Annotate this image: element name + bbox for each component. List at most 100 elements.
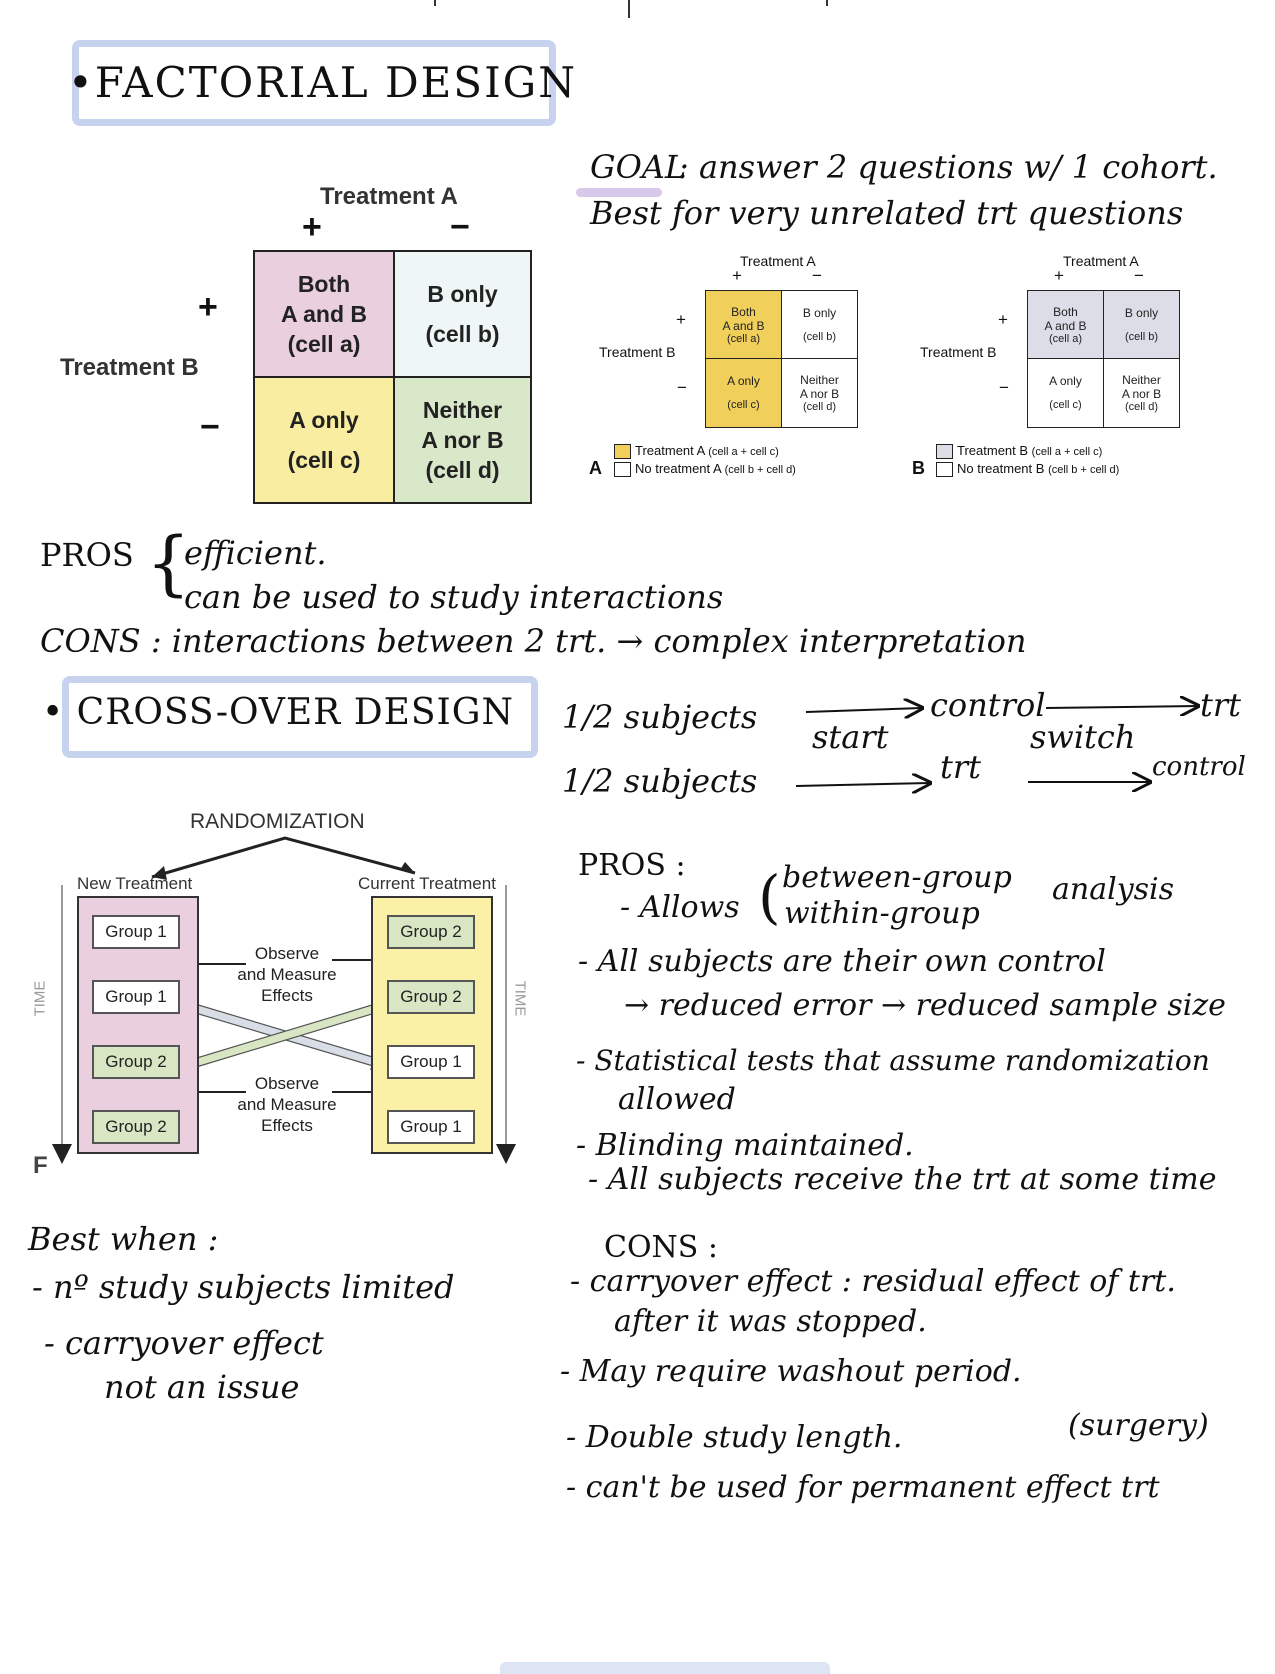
panel-b-cell-b: B only (cell b): [1103, 290, 1180, 359]
panel-a-cell-c-l1: A only: [727, 374, 760, 388]
panel-b-legend-swatch-2: [936, 462, 953, 477]
pros-between: between-group: [782, 860, 1012, 895]
panel-a-col-plus: +: [732, 266, 742, 285]
cell-a-line3: (cell a): [287, 331, 361, 357]
matrix-col-plus: +: [302, 208, 322, 246]
bottom-highlight: [500, 1662, 830, 1674]
panel-b-col-minus: −: [1134, 266, 1144, 285]
matrix-row-plus: +: [198, 288, 218, 326]
figure-letter-f: F: [33, 1152, 48, 1179]
panel-a-cell-b: B only (cell b): [781, 290, 858, 359]
best-when-label: Best when :: [28, 1220, 219, 1258]
cell-c-line2: (cell c): [287, 447, 361, 473]
pros-own-control: - All subjects are their own control: [578, 944, 1106, 979]
panel-b-cell-a: Both A and B (cell a): [1027, 290, 1104, 359]
observe-2-line2: and Measure: [237, 1095, 337, 1114]
control-2: control: [1152, 752, 1246, 782]
left-group-1b: Group 1: [92, 980, 180, 1014]
best-for-text: Best for very unrelated trt questions: [590, 194, 1184, 232]
goal-text: : answer 2 questions w/ 1 cohort.: [678, 148, 1218, 186]
switch-label: switch: [1030, 718, 1136, 756]
pros-stat-1: - Statistical tests that assume randomiz…: [576, 1044, 1210, 1077]
panel-a-cell-d-l2: A nor B: [799, 387, 840, 401]
panel-a-legend-1-detail: (cell a + cell c): [708, 446, 779, 458]
cell-d-line2: A nor B: [421, 427, 504, 453]
panel-b-legend-2: No treatment B (cell b + cell d): [957, 461, 1119, 476]
randomization-label: RANDOMIZATION: [190, 810, 365, 833]
factorial-pros-1: efficient.: [184, 534, 327, 572]
cons-3: - Double study length.: [566, 1420, 903, 1455]
time-label-right: TIME: [511, 980, 529, 1017]
crossover-pros-label: PROS :: [578, 848, 686, 883]
cons-2: - May require washout period.: [560, 1354, 1022, 1389]
panel-a-cell-c-l2: (cell c): [727, 399, 760, 411]
panel-a-legend-2-name: No treatment A: [635, 461, 721, 476]
observe-1-line1: Observe: [254, 944, 320, 963]
matrix-row-minus: −: [200, 408, 220, 446]
current-treatment-label: Current Treatment: [358, 874, 496, 893]
cell-b-line1: B only: [427, 281, 498, 307]
panel-b-cell-d-l1: Neither: [1122, 373, 1161, 387]
panel-a-legend-2: No treatment A (cell b + cell d): [635, 461, 796, 476]
pros-receive: - All subjects receive the trt at some t…: [588, 1162, 1217, 1197]
observe-effects-1: Observe and Measure Effects: [222, 943, 352, 1006]
cell-a-line1: Both: [297, 271, 351, 297]
matrix-col-header: Treatment A: [320, 183, 458, 210]
observe-1-line2: and Measure: [237, 965, 337, 984]
panel-a-cell-d: Neither A nor B (cell d): [781, 358, 858, 428]
goal-underline: [576, 188, 662, 197]
cell-b: B only (cell b): [393, 250, 532, 378]
cons-4: - can't be used for permanent effect trt: [566, 1470, 1160, 1505]
cons-1b: after it was stopped.: [614, 1304, 927, 1339]
panel-a-legend-swatch-2: [614, 462, 631, 477]
right-group-1a: Group 1: [387, 1045, 475, 1079]
panel-a-letter: A: [589, 458, 602, 478]
cell-d: Neither A nor B (cell d): [393, 376, 532, 504]
matrix-col-minus: −: [450, 208, 470, 246]
right-group-2a: Group 2: [387, 915, 475, 949]
pros-allows: - Allows: [620, 890, 740, 925]
panel-a-cell-a-l3: (cell a): [726, 332, 760, 345]
panel-b-col-header: Treatment A: [1063, 253, 1139, 269]
panel-a-row-minus: −: [677, 378, 687, 397]
panel-b-cell-b-l1: B only: [1124, 305, 1159, 320]
best-when-1: - nº study subjects limited: [32, 1268, 455, 1306]
factorial-pros-2: can be used to study interactions: [184, 578, 724, 616]
pros-reduced: → reduced error → reduced sample size: [624, 988, 1226, 1023]
cell-c: A only (cell c): [253, 376, 395, 504]
trt-1: trt: [1200, 686, 1242, 724]
trt-2: trt: [940, 748, 982, 786]
panel-b-cell-d-l3: (cell d): [1124, 401, 1158, 413]
control-1: control: [930, 686, 1046, 724]
panel-b-legend-swatch-1: [936, 444, 953, 459]
factorial-pros-label: PROS: [40, 536, 134, 574]
panel-a-cell-d-l3: (cell d): [802, 401, 836, 413]
pros-within: within-group: [784, 896, 980, 931]
panel-a-legend-1-name: Treatment A: [635, 443, 705, 458]
panel-b-col-plus: +: [1054, 266, 1064, 285]
crossover-title: • CROSS-OVER DESIGN: [42, 692, 515, 733]
right-group-1b: Group 1: [387, 1110, 475, 1144]
panel-b-letter: B: [912, 458, 925, 478]
panel-a-row-header: Treatment B: [599, 344, 676, 360]
best-when-2: - carryover effect: [44, 1324, 324, 1362]
observe-effects-2: Observe and Measure Effects: [222, 1073, 352, 1136]
panel-a-cell-a-l1: Both: [731, 304, 756, 319]
panel-b-cell-d-l2: A nor B: [1121, 387, 1162, 401]
panel-b-cell-b-l2: (cell b): [1124, 330, 1158, 343]
panel-b-row-header: Treatment B: [920, 344, 997, 360]
right-group-2b: Group 2: [387, 980, 475, 1014]
observe-2-line3: Effects: [261, 1116, 313, 1135]
panel-a-cell-a: Both A and B (cell a): [705, 290, 782, 359]
cons-3b: (surgery): [1068, 1408, 1209, 1443]
panel-b-row-minus: −: [999, 378, 1009, 397]
panel-a-cell-a-l2: A and B: [722, 318, 765, 333]
panel-b-cell-a-l2: A and B: [1044, 318, 1087, 333]
half-subjects-1: 1/2 subjects: [562, 698, 758, 736]
cell-d-line3: (cell d): [425, 457, 500, 483]
panel-a-cell-b-l1: B only: [802, 305, 837, 320]
best-when-3: not an issue: [104, 1368, 300, 1406]
panel-a-row-plus: +: [676, 310, 686, 329]
cell-c-line1: A only: [289, 407, 359, 433]
new-treatment-label: New Treatment: [77, 874, 193, 893]
